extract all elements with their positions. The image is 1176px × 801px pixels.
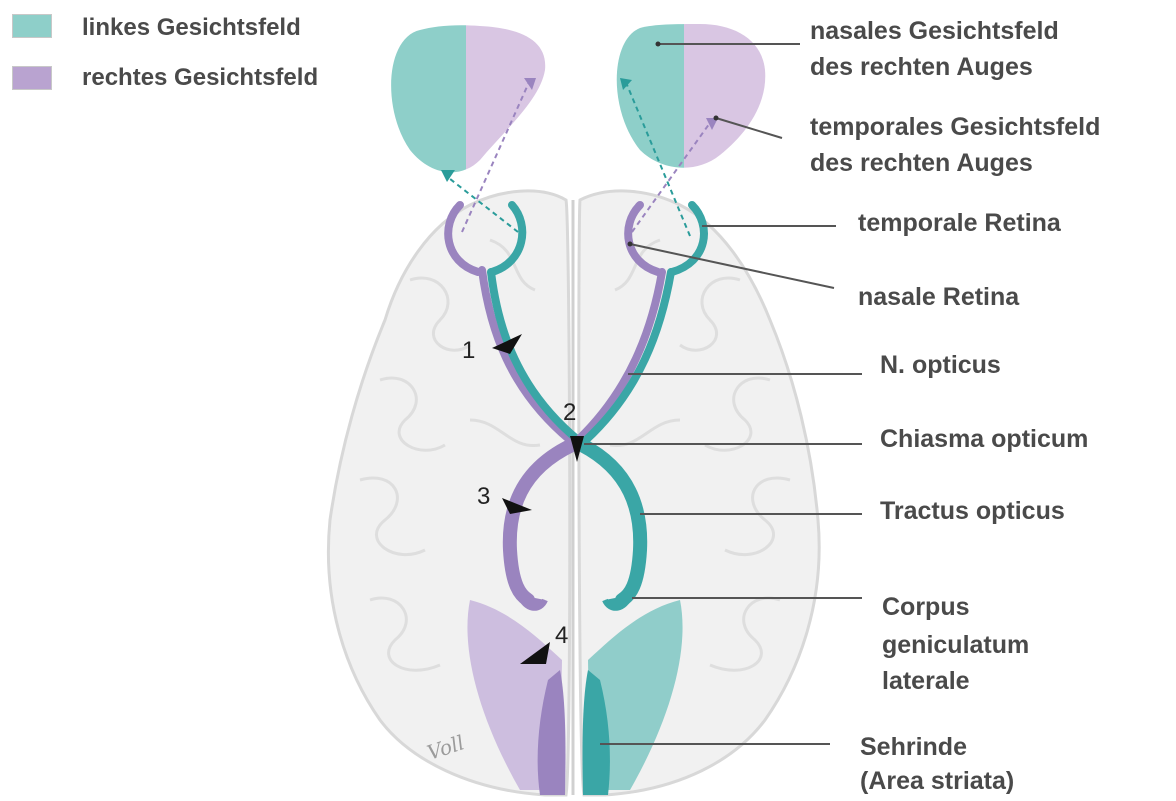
label-temporal-field-line2: des rechten Auges	[810, 148, 1033, 178]
label-cgl-line2: geniculatum	[882, 630, 1029, 660]
marker-1: 1	[462, 337, 475, 364]
left-eye-visual-field	[370, 20, 566, 190]
marker-3: 3	[477, 483, 490, 510]
label-sehrinde-line1: Sehrinde	[860, 732, 967, 762]
marker-2: 2	[563, 399, 576, 426]
label-tractus-opticus: Tractus opticus	[880, 496, 1065, 526]
label-nasal-field-line1: nasales Gesichtsfeld	[810, 16, 1059, 46]
label-cgl-line3: laterale	[882, 666, 970, 696]
right-eye-visual-field	[600, 20, 784, 190]
brain-illustration	[328, 191, 819, 795]
label-chiasma-opticum: Chiasma opticum	[880, 424, 1088, 454]
label-nasal-field-line2: des rechten Auges	[810, 52, 1033, 82]
label-sehrinde-line2: (Area striata)	[860, 766, 1014, 796]
label-temporal-retina: temporale Retina	[858, 208, 1061, 238]
label-temporal-field-line1: temporales Gesichtsfeld	[810, 112, 1100, 142]
label-nasal-retina: nasale Retina	[858, 282, 1019, 312]
label-cgl-line1: Corpus	[882, 592, 970, 622]
label-n-opticus: N. opticus	[880, 350, 1001, 380]
marker-4: 4	[555, 622, 568, 649]
